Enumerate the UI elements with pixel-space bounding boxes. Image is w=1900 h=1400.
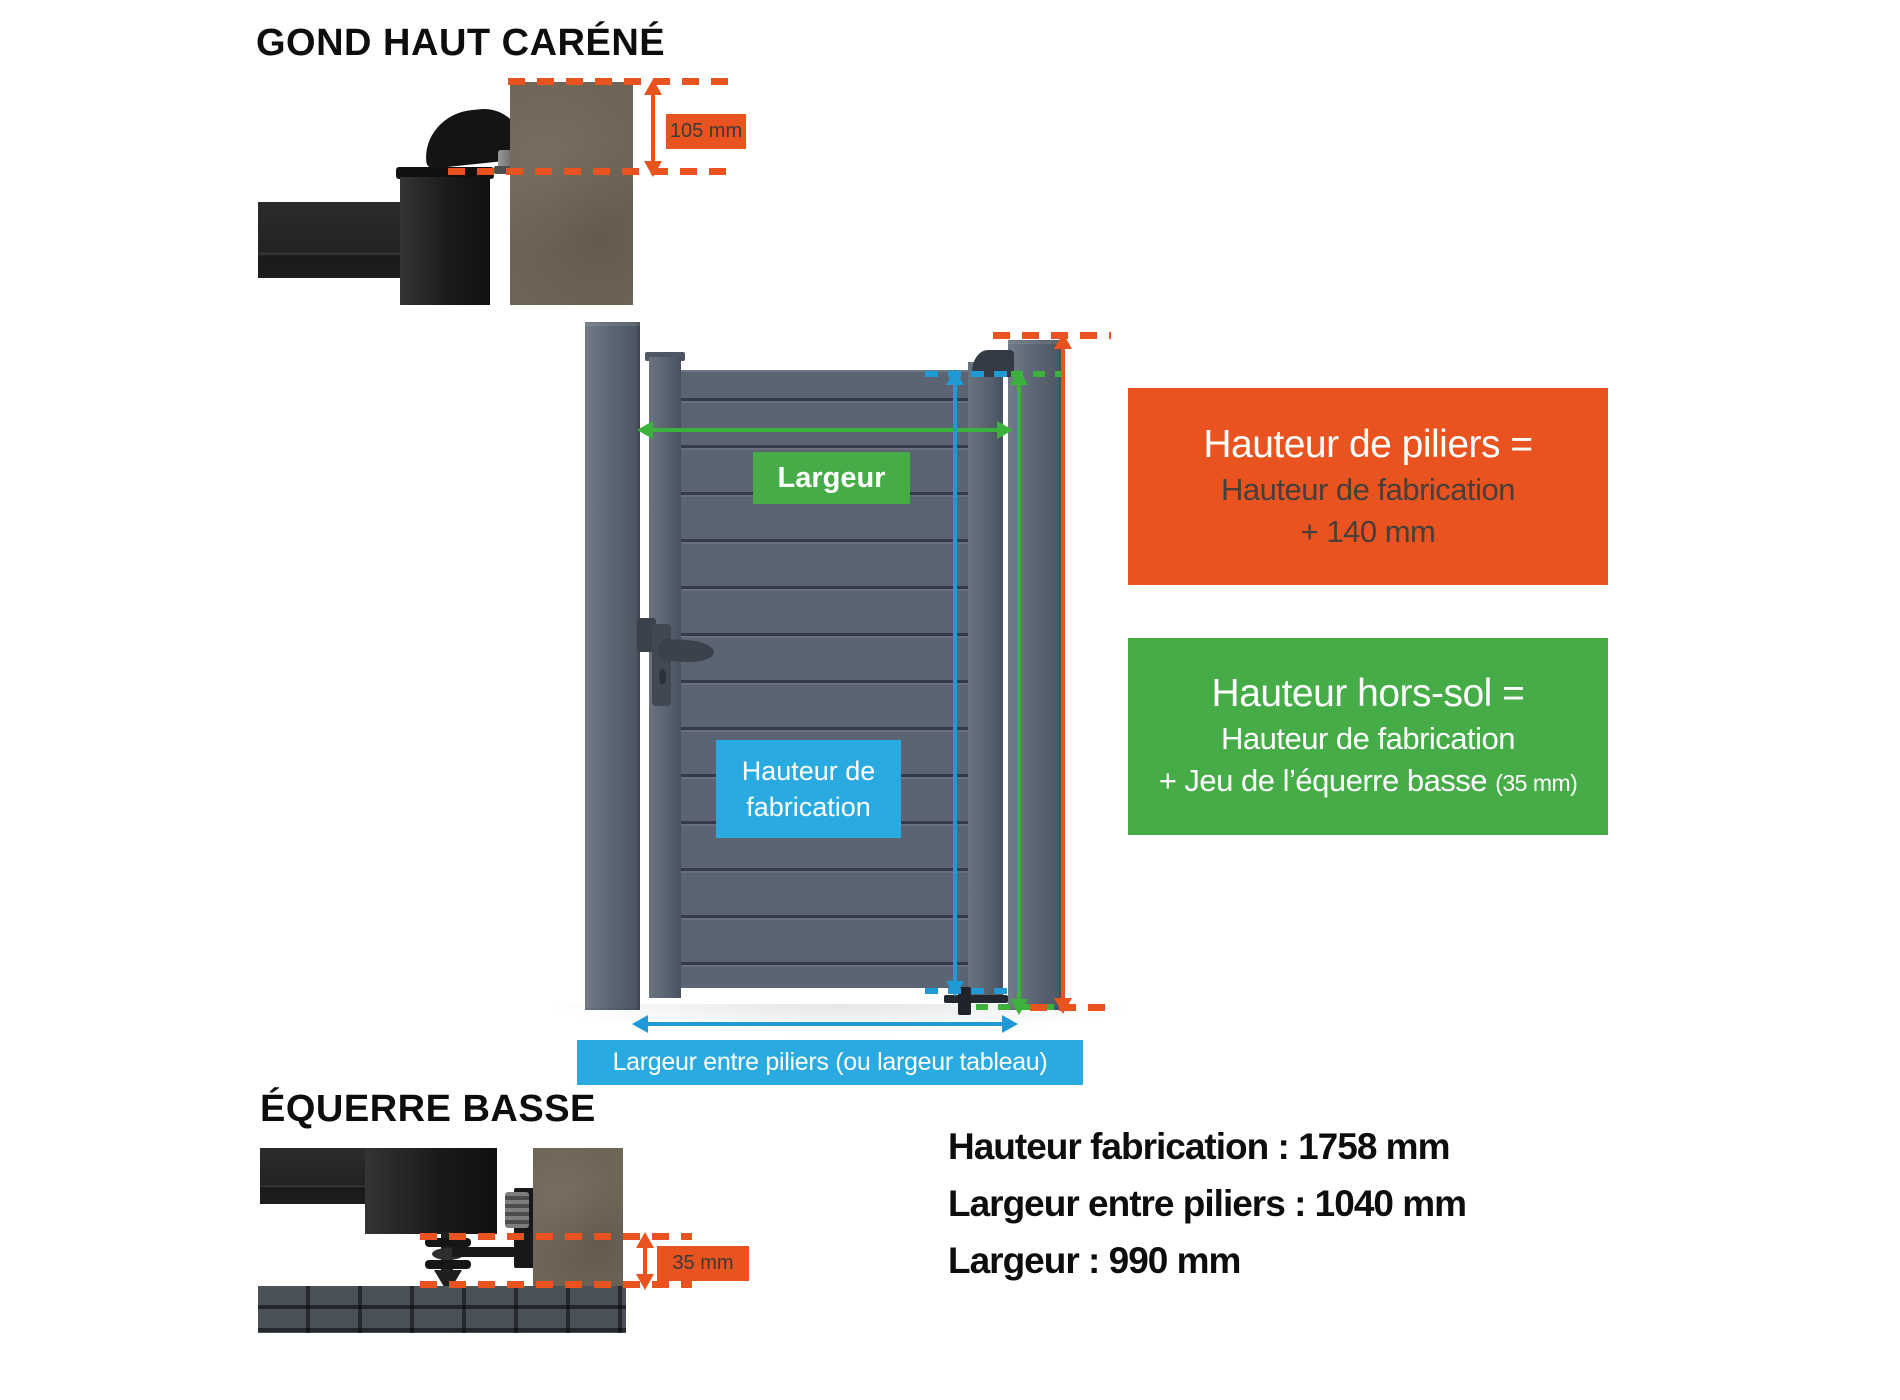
dashed-ground-green (976, 1004, 1060, 1010)
gate-panel (681, 370, 968, 988)
fabrication-height-tag: Hauteur de fabrication (716, 740, 901, 838)
pillar-height-info-line2: Hauteur de fabrication (1220, 471, 1516, 507)
above-ground-height-arrow (1017, 383, 1021, 1001)
width-tag: Largeur (753, 452, 910, 504)
handle-back-plate (652, 624, 671, 706)
above-ground-info-line3-text: + Jeu de l’équerre basse (1158, 762, 1488, 798)
gate-bottom-rail-profile (260, 1148, 367, 1204)
gate-left-stile-cap (645, 352, 685, 361)
dimension-arrow-35 (643, 1246, 647, 1276)
above-ground-info-line2: Hauteur de fabrication (1220, 720, 1516, 756)
pillar-height-arrow (1061, 347, 1065, 1000)
spec-width-between-pillars: Largeur entre piliers : 1040 mm (948, 1183, 1467, 1224)
bottom-bracket-bar (944, 995, 1008, 1003)
dashed-line-pillar-top (508, 78, 738, 85)
paved-ground (258, 1286, 626, 1333)
gate-right-stile (968, 362, 1003, 1002)
pivot-foot-washer-bottom (425, 1260, 471, 1269)
spec-height: Hauteur fabrication : 1758 mm (948, 1126, 1450, 1167)
masonry-pillar-bottom-detail (533, 1148, 623, 1288)
pillar-height-info-line3: + 140 mm (1300, 513, 1436, 549)
fabrication-height-arrow (953, 383, 957, 983)
spec-width: Largeur : 990 mm (948, 1240, 1241, 1281)
dashed-ground-level (420, 1281, 692, 1288)
dimension-tag-105: 105 mm (666, 114, 746, 149)
dashed-gate-top-green (1011, 371, 1061, 377)
equerre-basse-title: ÉQUERRE BASSE (260, 1088, 596, 1130)
hinge-post (400, 177, 490, 305)
spec-list: Hauteur fabrication : 1758 mm Largeur en… (948, 1118, 1467, 1289)
dashed-gate-bottom-blue (925, 988, 1011, 994)
pivot-foot-washer-top (425, 1238, 471, 1247)
dashed-gate-underside (420, 1233, 692, 1240)
dashed-pillar-top (993, 332, 1111, 339)
between-pillars-tag: Largeur entre piliers (ou largeur tablea… (577, 1040, 1083, 1085)
dashed-ground-orange (1030, 1004, 1115, 1011)
masonry-pillar-top-detail (510, 82, 633, 305)
above-ground-info-title: Hauteur hors-sol = (1211, 671, 1525, 715)
dimension-tag-35: 35 mm (657, 1246, 749, 1281)
pillar-height-info-title: Hauteur de piliers = (1203, 422, 1533, 466)
fabrication-height-tag-line2: fabrication (746, 792, 871, 822)
middle-hinge (637, 618, 656, 652)
between-pillars-arrow (646, 1022, 1004, 1026)
gate-bottom-stile-profile (365, 1148, 497, 1234)
above-ground-info-box: Hauteur hors-sol = Hauteur de fabricatio… (1128, 638, 1608, 835)
dashed-gate-top-blue (925, 371, 1011, 377)
above-ground-info-line3-note: (35 mm) (1495, 769, 1578, 796)
equerre-bracket-arm (452, 1247, 516, 1257)
fabrication-height-tag-line1: Hauteur de (741, 756, 876, 786)
pillar-height-info-box: Hauteur de piliers = Hauteur de fabricat… (1128, 388, 1608, 585)
gond-haut-title: GOND HAUT CARÉNÉ (256, 22, 666, 64)
width-arrow (651, 428, 999, 432)
dimension-arrow-105 (651, 93, 655, 163)
keyhole (659, 669, 666, 684)
left-pillar (585, 322, 640, 1010)
above-ground-info-line3: + Jeu de l’équerre basse (35 mm) (1159, 760, 1578, 804)
dashed-line-hinge-axis (448, 168, 738, 175)
equerre-bolt (505, 1192, 529, 1228)
gate-top-rail-profile (258, 202, 400, 278)
